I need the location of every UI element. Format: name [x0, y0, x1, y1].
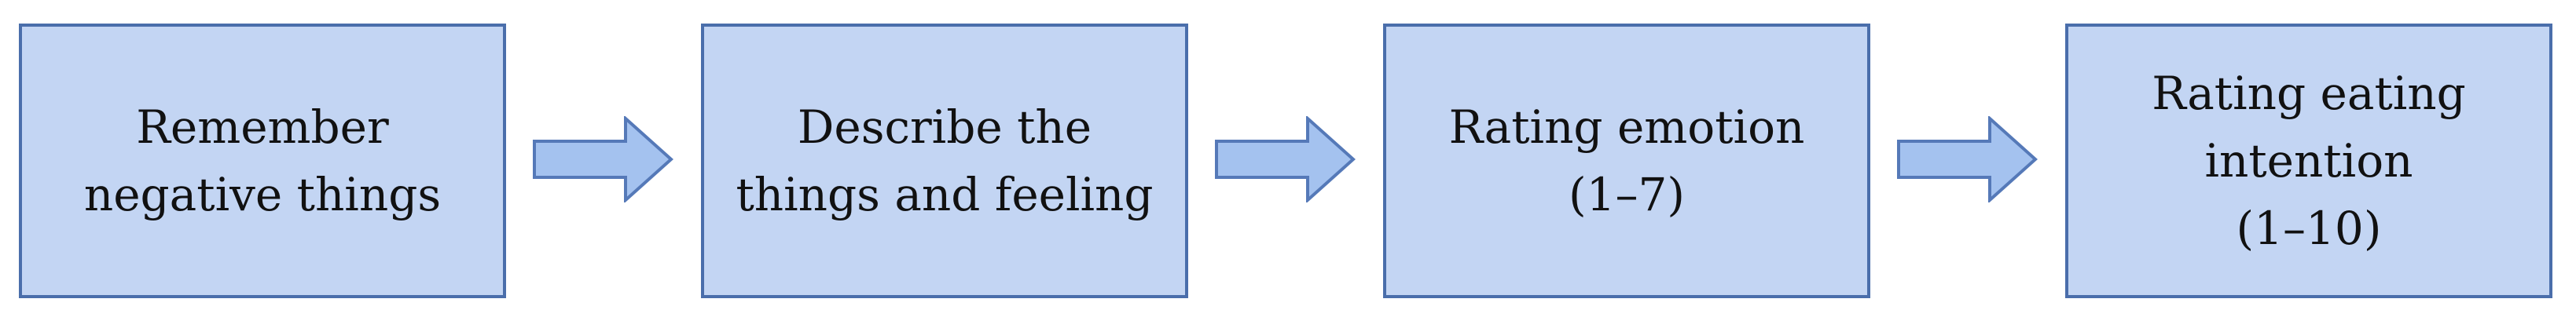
- step-label: Rating emotion (1–7): [1448, 100, 1805, 221]
- right-arrow-icon: [1897, 116, 2038, 202]
- step-box-rating-eating-intention: Rating eating intention (1–10): [2065, 24, 2552, 298]
- step-box-rating-emotion: Rating emotion (1–7): [1383, 24, 1870, 298]
- step-label: Remember negative things: [83, 100, 442, 221]
- step-box-remember: Remember negative things: [19, 24, 506, 298]
- right-arrow-icon: [1215, 116, 1356, 202]
- right-arrow-icon: [533, 116, 673, 202]
- step-box-describe: Describe the things and feeling: [701, 24, 1188, 298]
- step-label: Rating eating intention (1–10): [2152, 67, 2466, 255]
- step-label: Describe the things and feeling: [736, 100, 1154, 221]
